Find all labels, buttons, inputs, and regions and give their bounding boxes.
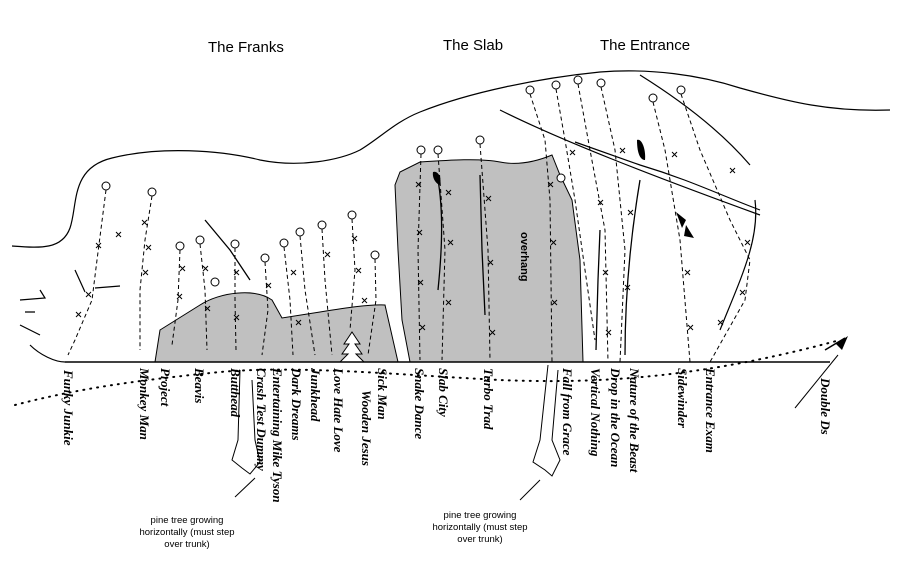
pine-tree-note-left: pine tree growing horizontally (must ste…	[139, 515, 235, 550]
route-label-slab-city[interactable]: Slab City	[436, 368, 451, 417]
pine-tree-note-right: pine tree growing horizontally (must ste…	[432, 510, 528, 545]
route-label-monkey-man[interactable]: Monkey Man	[137, 368, 152, 440]
route-label-snake-dance[interactable]: Snake Dance	[412, 368, 427, 440]
route-label-funky-junkie[interactable]: Funky Junkie	[61, 370, 76, 446]
bolt-marker-icon	[75, 147, 751, 336]
route-label-dark-dreams[interactable]: Dark Dreams	[289, 368, 304, 441]
route-label-drop-in-the-ocean[interactable]: Drop in the Ocean	[608, 368, 623, 468]
route-label-junkhead[interactable]: Junkhead	[308, 368, 323, 422]
overhang-label: overhang	[518, 232, 530, 282]
route-label-sidewinder[interactable]: Sidewinder	[675, 368, 690, 428]
route-label-fall-from-grace[interactable]: Fall from Grace	[560, 368, 575, 456]
area-title-slab: The Slab	[443, 37, 504, 54]
approach-trail	[14, 339, 841, 406]
route-label-butthead[interactable]: Butthead	[228, 368, 243, 418]
belay-anchor-icon	[101, 75, 686, 287]
route-label-double-ds[interactable]: Double Ds	[818, 378, 833, 435]
area-title-franks: The Franks	[208, 39, 284, 56]
cliff-outline	[11, 70, 891, 248]
route-label-turbo-trad[interactable]: Turbo Trad	[481, 368, 496, 430]
route-label-beavis[interactable]: Beavis	[192, 368, 207, 404]
route-label-project[interactable]: Project	[158, 368, 173, 407]
route-label-vertical-nothing[interactable]: Vertical Nothing	[588, 368, 603, 457]
route-label-love-hate-love[interactable]: Love Hate Love	[331, 368, 346, 453]
area-title-entrance: The Entrance	[600, 37, 691, 54]
route-label-entrance-exam[interactable]: Entrance Exam	[703, 368, 718, 453]
north-arrow-icon	[836, 336, 848, 350]
route-label-crash-test-dummy[interactable]: Crash Test Dummy	[254, 368, 269, 471]
route-label-entertaining-mike-tyson[interactable]: Entertaining Mike Tyson	[270, 368, 285, 503]
slab-face	[394, 154, 584, 363]
route-label-sick-man[interactable]: Sick Man	[375, 368, 390, 420]
route-label-nature-of-the-beast[interactable]: Nature of the Beast	[627, 368, 642, 473]
route-label-wooden-jesus[interactable]: Wooden Jesus	[359, 390, 374, 466]
franks-boulder	[154, 292, 399, 363]
